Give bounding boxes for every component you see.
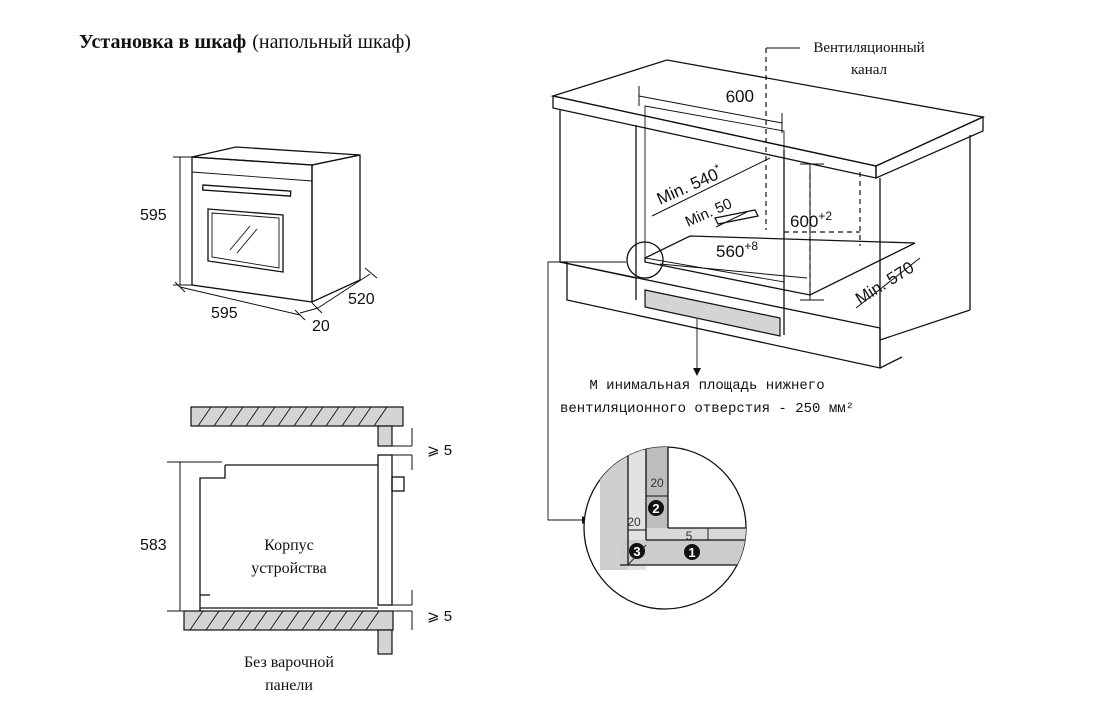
vent-channel-2: канал xyxy=(851,62,888,78)
min540-sup: * xyxy=(713,162,722,175)
badge-3: 3 xyxy=(629,543,645,559)
vent-opening-1: М инимальная площадь нижнего xyxy=(589,378,824,394)
oven-depth-label: 520 xyxy=(348,291,375,308)
detail-magnifier xyxy=(583,446,747,610)
oven-front-label: 20 xyxy=(312,318,330,335)
title-bold: Установка в шкаф xyxy=(79,31,246,53)
body-label-1: Корпус xyxy=(264,537,314,554)
detail-callout xyxy=(626,241,664,279)
countertop xyxy=(550,59,986,167)
oven-isometric xyxy=(173,146,378,321)
oven-side xyxy=(311,154,361,304)
height-sup: +2 xyxy=(818,209,832,223)
caption-line-1: Без варочной xyxy=(244,654,334,671)
side-section xyxy=(167,406,413,655)
oven-door-section xyxy=(377,454,393,606)
detail-gap-label: 5 xyxy=(686,529,693,543)
detail-top-label: 20 xyxy=(650,476,664,490)
vent-channel-1: Вентиляционный xyxy=(813,40,924,56)
oven-front xyxy=(191,156,313,303)
title-normal: (напольный шкаф) xyxy=(252,31,411,53)
height-label: 600+2 xyxy=(790,209,832,231)
cabinet-width-label: 600 xyxy=(725,87,754,107)
min50-label: Min. 50 xyxy=(683,195,735,231)
inner-base: 560 xyxy=(716,242,744,261)
inner-width-label: 560+8 xyxy=(716,239,758,261)
oven-window xyxy=(207,208,284,273)
body-label-2: устройства xyxy=(251,560,326,577)
cabinet-isometric xyxy=(547,47,986,524)
vent-opening-2: вентиляционного отверстия - 250 мм² xyxy=(560,401,854,417)
oven-height-label: 595 xyxy=(140,207,167,224)
depth-label: Min. 570 xyxy=(852,258,917,309)
badge-2: 2 xyxy=(648,500,664,516)
badge-1: 1 xyxy=(684,544,700,560)
oven-width-label: 595 xyxy=(211,305,238,322)
oven-handle-section xyxy=(391,476,405,492)
svg-text:1: 1 xyxy=(688,545,695,560)
vent-opening xyxy=(644,289,781,337)
gap-top-label: ⩾ 5 xyxy=(427,442,452,459)
page-title: Установка в шкаф (напольный шкаф) xyxy=(79,31,411,53)
svg-text:3: 3 xyxy=(633,544,640,559)
oven-handle xyxy=(201,184,292,197)
gap-bottom-label: ⩾ 5 xyxy=(427,608,452,625)
shelf xyxy=(644,235,916,296)
svg-text:2: 2 xyxy=(652,501,659,516)
inner-sup: +8 xyxy=(744,239,758,253)
height-base: 600 xyxy=(790,212,818,231)
top-slab xyxy=(190,406,404,427)
section-height-label: 583 xyxy=(140,537,167,554)
detail-side-label: 20 xyxy=(627,515,641,529)
caption-line-2: панели xyxy=(265,677,313,694)
oven-top xyxy=(191,146,361,166)
bottom-slab xyxy=(183,610,394,631)
